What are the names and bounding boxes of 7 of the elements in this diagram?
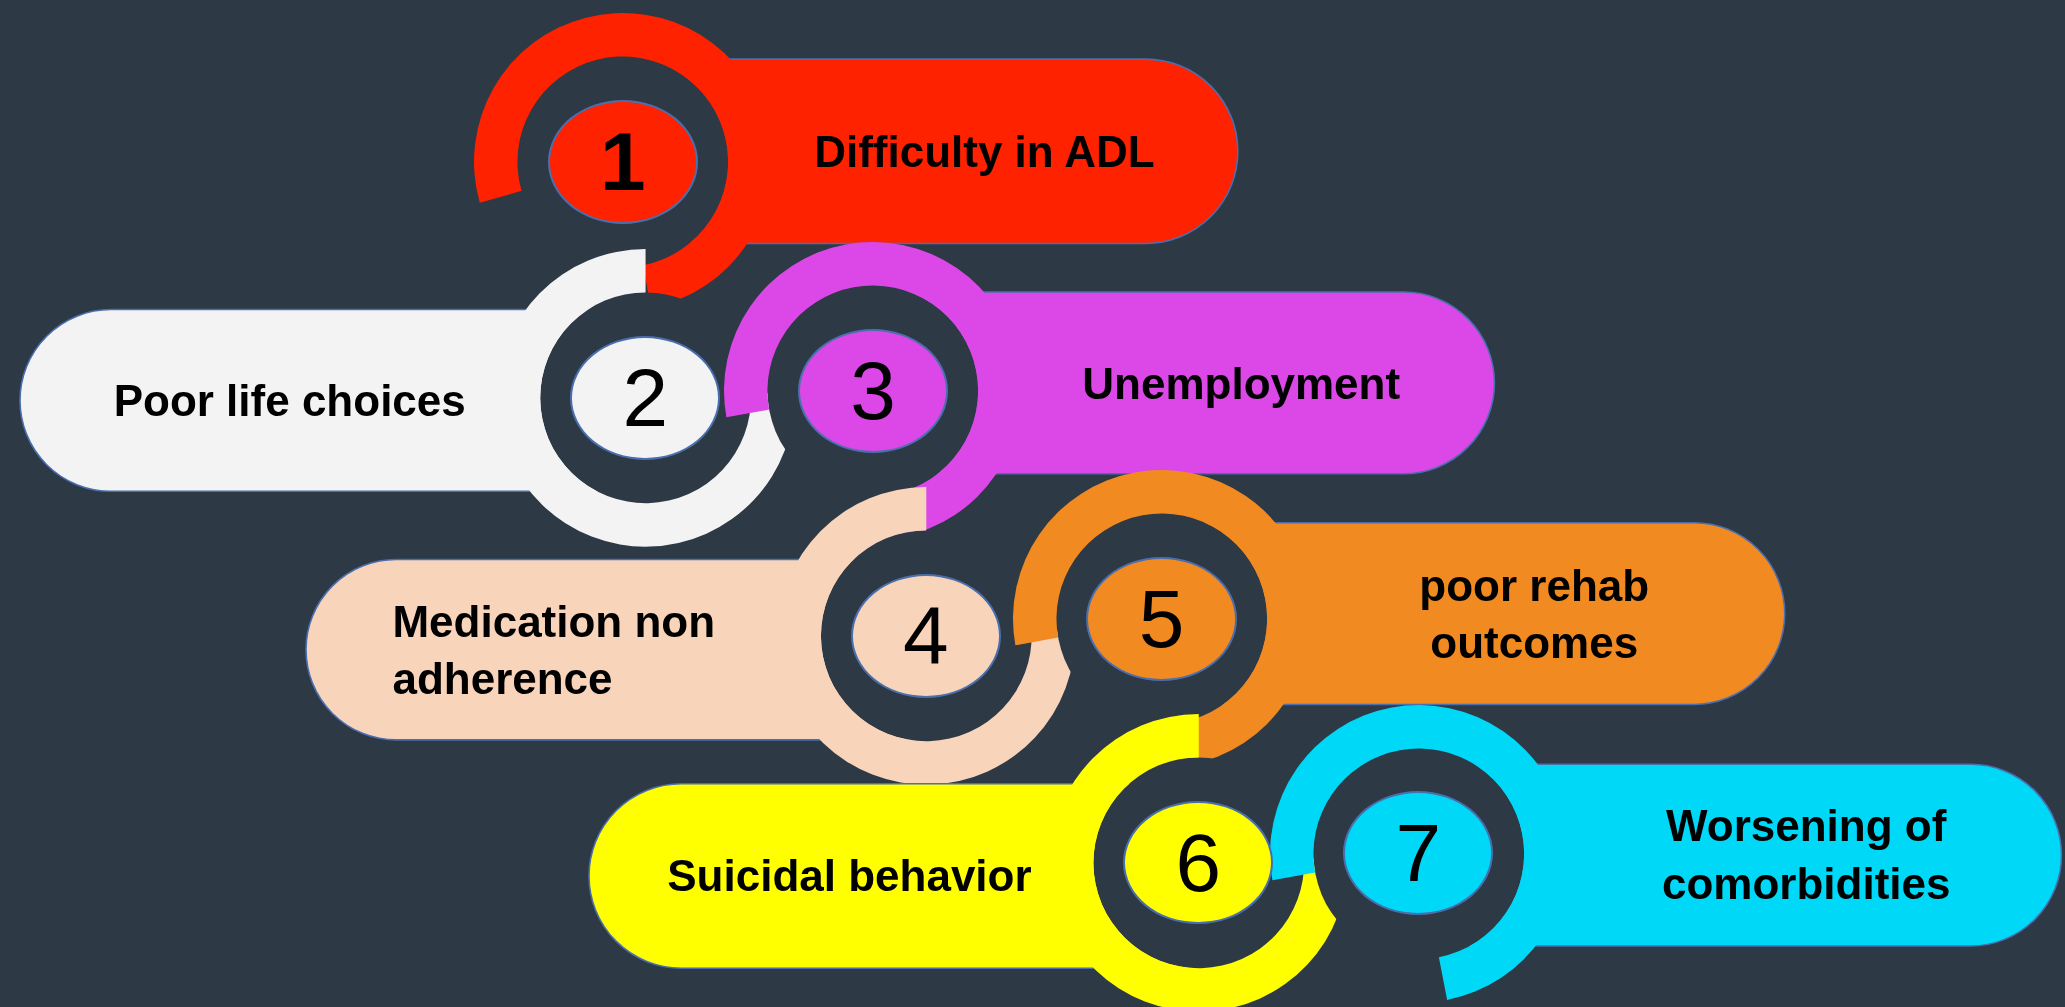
item-label: Difficulty in ADL <box>813 125 1156 178</box>
item-label: Poor life choices <box>112 374 467 427</box>
item-label: Medication non adherence <box>392 595 717 705</box>
item-label: poor rehab outcomes <box>1418 559 1651 669</box>
item-label: Worsening of comorbidities <box>1660 800 1952 910</box>
item-label: Suicidal behavior <box>666 850 1033 903</box>
item-label: Unemployment <box>1081 357 1402 410</box>
